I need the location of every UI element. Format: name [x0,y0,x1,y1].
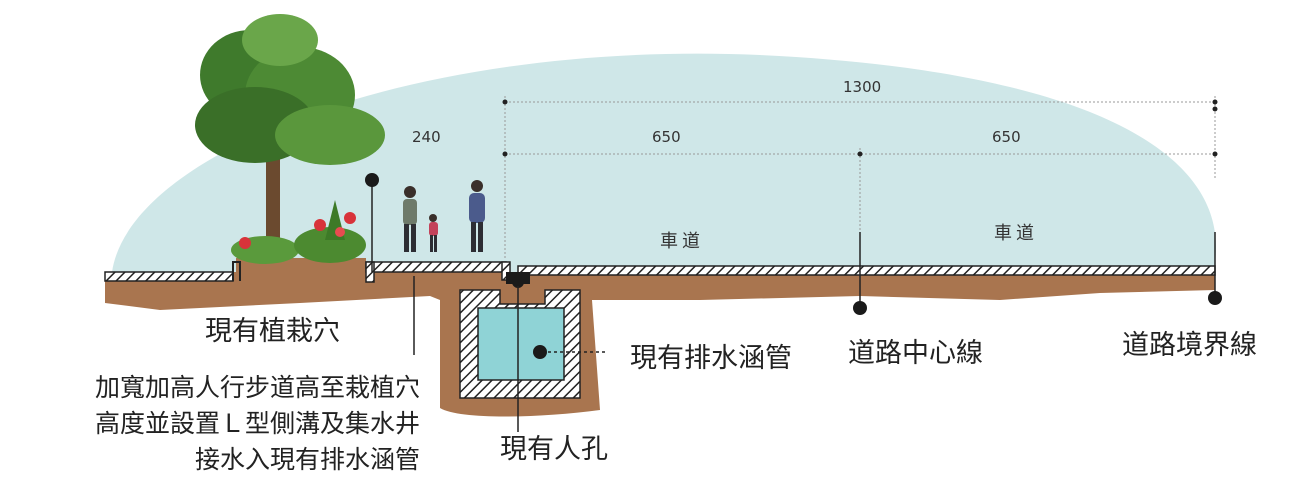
sky-background [112,53,1217,272]
construction-note-line-2: 高度並設置Ｌ型側溝及集水井 [94,409,420,438]
manhole-label: 現有人孔 [500,434,608,465]
dimension-sidewalk: 240 [412,128,441,146]
dimension-total: 1300 [843,78,882,96]
construction-note-line-1: 加寬加高人行步道高至栽植穴 [94,373,420,402]
drainage-box [459,272,581,399]
planting-pit-marker [365,173,379,187]
boundary-marker [1208,291,1222,305]
drain-pipe-label: 現有排水涵管 [630,343,792,374]
dimension-lane-right: 650 [992,128,1021,146]
dimension-lane-left: 650 [652,128,681,146]
tree [195,14,385,255]
shrubs [231,200,366,264]
drain-pipe-marker [533,345,547,359]
road-centerline-label: 道路中心線 [848,338,983,369]
road-boundary-label: 道路境界線 [1122,330,1257,361]
construction-note: 加寬加高人行步道高至栽植穴 高度並設置Ｌ型側溝及集水井 接水入現有排水涵管 [6,370,420,478]
soil-layer [105,272,1215,417]
construction-note-line-3: 接水入現有排水涵管 [194,445,420,474]
lane-label-right: 車道 [994,223,1038,244]
planting-pit-label: 現有植栽穴 [205,316,340,347]
lane-label-left: 車道 [660,231,704,252]
dimension-ticks [502,99,1218,157]
centerline-marker [853,301,867,315]
leader-lines [371,180,1216,432]
pedestrians [403,180,485,252]
